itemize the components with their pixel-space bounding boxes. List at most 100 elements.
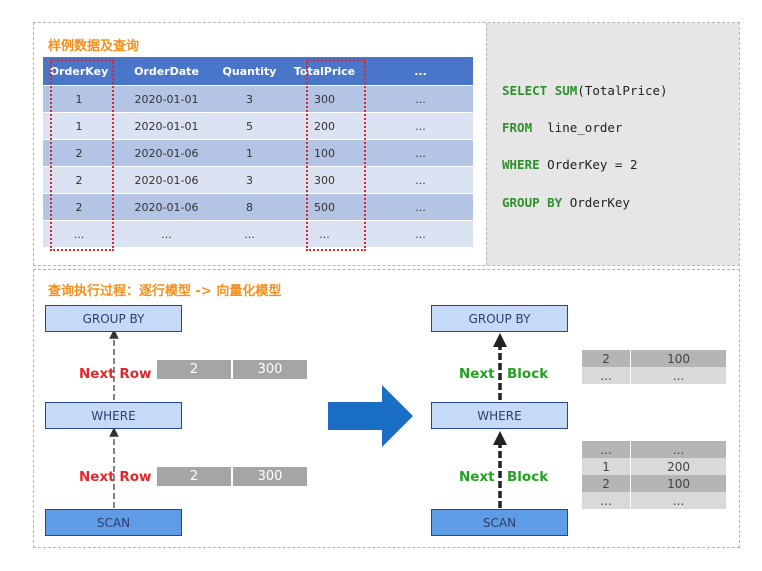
row-lower-record: 2 300 xyxy=(157,467,307,486)
block-cell: ... xyxy=(582,492,631,509)
cell-more: ... xyxy=(368,139,473,167)
cell-more: ... xyxy=(368,193,473,221)
sql-keyword: FROM xyxy=(502,120,533,135)
execution-title: 查询执行过程：逐行模型 -> 向量化模型 xyxy=(48,284,282,299)
cell-orderdate: 2020-01-06 xyxy=(115,193,218,221)
row-word: Row xyxy=(119,469,152,485)
sample-data-table: OrderKey OrderDate Quantity TotalPrice .… xyxy=(43,57,473,247)
next-word: Next xyxy=(79,366,115,382)
record-orderkey: 2 xyxy=(157,467,231,486)
block-cell: ... xyxy=(582,367,631,384)
cell-orderdate: 2020-01-06 xyxy=(115,139,218,167)
cell-quantity: 3 xyxy=(218,166,281,194)
block-row: ... ... xyxy=(582,492,726,509)
sql-text: OrderKey = 2 xyxy=(539,157,638,172)
sql-keyword: WHERE xyxy=(502,157,540,172)
block-scan-node: SCAN xyxy=(431,509,568,536)
sql-keyword: SUM xyxy=(554,83,578,98)
row-upper-record: 2 300 xyxy=(157,360,307,379)
sql-line-from: FROM line_order xyxy=(502,120,622,135)
cell-orderdate: 2020-01-06 xyxy=(115,166,218,194)
cell-quantity: ... xyxy=(218,220,281,247)
table-row: 2 2020-01-06 8 500 ... xyxy=(43,193,473,221)
record-orderkey: 2 xyxy=(157,360,231,379)
next-word: Next xyxy=(79,469,115,485)
cell-orderkey: 2 xyxy=(43,193,115,221)
column-header-quantity: Quantity xyxy=(218,57,281,86)
cell-totalprice: 500 xyxy=(281,193,368,221)
cell-quantity: 5 xyxy=(218,112,281,140)
block-cell: 2 xyxy=(582,350,631,367)
block-upper-next-label: Next xyxy=(459,366,495,382)
row-scan-node: SCAN xyxy=(45,509,182,536)
block-cell: ... xyxy=(582,441,631,458)
sql-text: line_order xyxy=(532,120,623,135)
block-cell: 100 xyxy=(630,475,726,492)
execution-panel xyxy=(33,269,740,548)
block-cell: 2 xyxy=(582,475,631,492)
block-row: ... ... xyxy=(582,367,726,384)
sample-title: 样例数据及查询 xyxy=(48,39,140,54)
record-totalprice: 300 xyxy=(233,467,307,486)
column-header-more: ... xyxy=(368,57,473,86)
cell-orderkey: 1 xyxy=(43,85,115,113)
block-upper-data: 2 100 ... ... xyxy=(582,350,726,384)
block-lower-block-label: Block xyxy=(507,469,549,485)
table-row: 1 2020-01-01 3 300 ... xyxy=(43,85,473,113)
sql-text: (TotalPrice) xyxy=(577,83,668,98)
cell-totalprice: 300 xyxy=(281,166,368,194)
cell-orderkey: 2 xyxy=(43,139,115,167)
cell-orderkey: 1 xyxy=(43,112,115,140)
transition-arrow xyxy=(328,385,413,447)
block-groupby-node: GROUP BY xyxy=(431,305,568,332)
block-cell: 200 xyxy=(630,458,726,475)
sql-line-groupby: GROUP BY OrderKey xyxy=(502,195,630,210)
row-word: Row xyxy=(119,366,152,382)
cell-quantity: 8 xyxy=(218,193,281,221)
cell-totalprice: 200 xyxy=(281,112,368,140)
table-header-row: OrderKey OrderDate Quantity TotalPrice .… xyxy=(43,57,473,86)
sql-keyword: GROUP BY xyxy=(502,195,563,210)
block-cell: ... xyxy=(630,492,726,509)
block-cell: 1 xyxy=(582,458,631,475)
cell-more: ... xyxy=(368,85,473,113)
row-lower-label: Next Row xyxy=(79,469,151,485)
block-lower-data: ... ... 1 200 2 100 ... ... xyxy=(582,441,726,509)
table-row: 2 2020-01-06 1 100 ... xyxy=(43,139,473,167)
sample-data-panel xyxy=(33,22,740,266)
column-header-orderdate: OrderDate xyxy=(115,57,218,86)
block-lower-next-label: Next xyxy=(459,469,495,485)
totalprice-highlight-box xyxy=(306,59,366,251)
cell-quantity: 1 xyxy=(218,139,281,167)
sql-panel xyxy=(486,23,739,265)
column-header-totalprice: TotalPrice xyxy=(281,57,368,86)
table-row: ... ... ... ... ... xyxy=(43,220,473,247)
block-row: 2 100 xyxy=(582,475,726,492)
block-cell: 100 xyxy=(630,350,726,367)
cell-totalprice: 300 xyxy=(281,85,368,113)
cell-more: ... xyxy=(368,220,473,247)
block-upper-block-label: Block xyxy=(507,366,549,382)
sql-keyword: SELECT xyxy=(502,83,548,98)
block-row: 1 200 xyxy=(582,458,726,475)
block-row: 2 100 xyxy=(582,350,726,367)
sql-line-where: WHERE OrderKey = 2 xyxy=(502,157,637,172)
row-groupby-node: GROUP BY xyxy=(45,305,182,332)
cell-orderdate: 2020-01-01 xyxy=(115,112,218,140)
orderkey-highlight-box xyxy=(50,59,114,251)
table-row: 2 2020-01-06 3 300 ... xyxy=(43,166,473,194)
cell-quantity: 3 xyxy=(218,85,281,113)
cell-orderdate: 2020-01-01 xyxy=(115,85,218,113)
sql-line-select: SELECT SUM(TotalPrice) xyxy=(502,83,668,98)
column-header-orderkey: OrderKey xyxy=(43,57,115,86)
cell-more: ... xyxy=(368,112,473,140)
cell-totalprice: ... xyxy=(281,220,368,247)
row-upper-label: Next Row xyxy=(79,366,151,382)
block-row: ... ... xyxy=(582,441,726,458)
cell-orderdate: ... xyxy=(115,220,218,247)
cell-more: ... xyxy=(368,166,473,194)
table-row: 1 2020-01-01 5 200 ... xyxy=(43,112,473,140)
cell-totalprice: 100 xyxy=(281,139,368,167)
cell-orderkey: 2 xyxy=(43,166,115,194)
